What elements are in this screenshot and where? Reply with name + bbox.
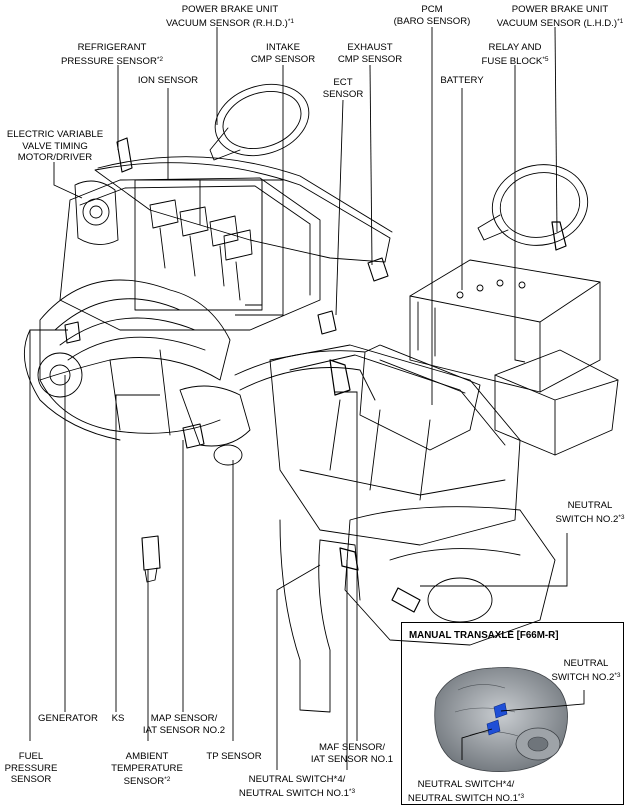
generator — [37, 352, 83, 398]
inset-neutral-switch-no1 — [486, 719, 501, 736]
label-map-sensor: MAP SENSOR/IAT SENSOR NO.2 — [142, 713, 226, 736]
exhaust-cmp-sensor — [367, 257, 389, 282]
label-tp-sensor: TP SENSOR — [206, 751, 262, 762]
transaxle-body — [344, 506, 556, 646]
fuel-pressure-sensor — [64, 321, 81, 344]
label-pcm: PCM(BARO SENSOR) — [393, 4, 471, 27]
inset-label-neutral-switch-no1: NEUTRAL SWITCH*4/NEUTRAL SWITCH NO.1*3 — [407, 779, 525, 804]
ambient-temp-sensor — [141, 535, 161, 571]
air-cleaner — [269, 344, 521, 546]
map-sensor — [182, 423, 205, 449]
pcm-unit — [359, 344, 481, 451]
label-ks: KS — [111, 713, 125, 724]
label-neutral-switch-no1: NEUTRAL SWITCH*4/NEUTRAL SWITCH NO.1*3 — [238, 774, 356, 799]
inset-neutral-switch-no2 — [493, 702, 508, 719]
battery-case — [409, 259, 601, 393]
refrigerant-sensor — [116, 137, 133, 173]
engine-illustration — [23, 83, 619, 713]
label-maf-sensor: MAF SENSOR/IAT SENSOR NO.1 — [310, 742, 394, 765]
label-generator: GENERATOR — [38, 713, 98, 724]
brake-booster-rhd — [214, 83, 310, 157]
intake-manifold — [39, 279, 231, 381]
inset-transaxle-illustration — [434, 667, 585, 772]
inset-manual-transaxle: MANUAL TRANSAXLE [F66M-R] — [401, 622, 624, 805]
brake-booster-lhd — [491, 164, 589, 246]
ect-sensor — [317, 310, 337, 335]
inset-title: MANUAL TRANSAXLE [F66M-R] — [409, 630, 559, 641]
label-ion-sensor: ION SENSOR — [137, 75, 199, 86]
valve-cover — [59, 177, 321, 331]
leader-lines — [29, 26, 568, 770]
evvt-motor — [74, 180, 119, 245]
label-battery: BATTERY — [440, 75, 484, 86]
relay-fuse-block — [494, 349, 619, 456]
